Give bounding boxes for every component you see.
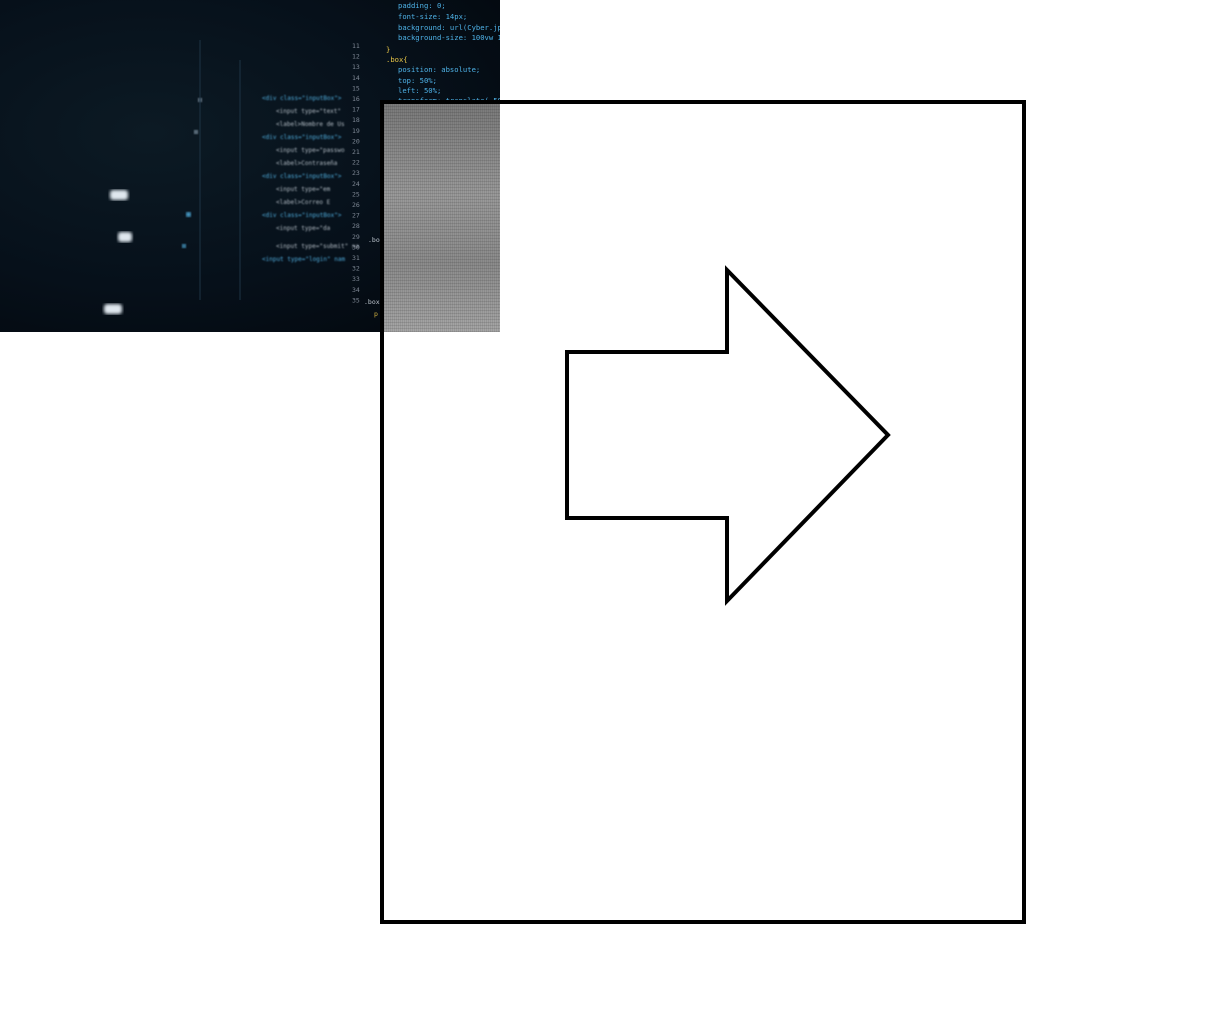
scan-noise-overlay (384, 104, 500, 332)
line-number: 35 (352, 296, 360, 304)
css-code-line: background-size: 100vw 100vh; (398, 33, 500, 42)
html-code-line: <div class="inputBox"> (262, 212, 342, 219)
line-number: 33 (352, 275, 360, 283)
css-code-line: padding: 0; (398, 1, 446, 10)
css-code-line: position: absolute; (398, 65, 480, 74)
line-number: 30 (352, 243, 360, 251)
css-code-line: left: 50%; (398, 86, 441, 95)
line-number: 25 (352, 190, 360, 198)
line-number: 31 (352, 254, 360, 262)
html-code-line: <input type="login" nam (262, 256, 345, 263)
line-number: 16 (352, 95, 360, 103)
line-number: 12 (352, 53, 360, 61)
html-code-line: <div class="inputBox"> (262, 173, 342, 180)
line-number: 11 (352, 42, 360, 50)
css-code-line: } (386, 45, 390, 54)
line-number: 20 (352, 137, 360, 145)
blurred-glyph (104, 304, 122, 314)
line-number: 14 (352, 74, 360, 82)
html-code-line: <label>Contraseña (276, 160, 338, 167)
line-number: 19 (352, 127, 360, 135)
line-number: 29 (352, 233, 360, 241)
html-code-line: <div class="inputBox"> (262, 134, 342, 141)
css-code-line: .box{ (386, 55, 408, 64)
line-number: 15 (352, 84, 360, 92)
arrow-right-icon (565, 265, 891, 606)
line-number: 28 (352, 222, 360, 230)
css-code-line: font-size: 14px; (398, 12, 467, 21)
document-page-icon (380, 100, 1026, 924)
html-code-line: <input type="passwo (276, 147, 345, 154)
blurred-glyph (110, 190, 128, 200)
line-number: 13 (352, 63, 360, 71)
css-code-line: top: 50%; (398, 76, 437, 85)
line-number: 22 (352, 159, 360, 167)
line-number: 26 (352, 201, 360, 209)
line-number: 23 (352, 169, 360, 177)
line-number: 32 (352, 265, 360, 273)
blurred-glyph (182, 244, 186, 248)
html-code-line: <input type="em (276, 186, 331, 193)
blurred-glyph (118, 232, 132, 242)
code-fragment: .box (364, 298, 380, 306)
html-code-line: <input type="text" (276, 108, 341, 115)
blurred-glyph (186, 212, 191, 217)
code-fragment: .bo (368, 236, 380, 244)
line-number: 17 (352, 106, 360, 114)
html-code-line: <input type="da (276, 225, 331, 232)
line-number: 27 (352, 212, 360, 220)
line-number: 21 (352, 148, 360, 156)
line-number: 18 (352, 116, 360, 124)
line-number: 34 (352, 286, 360, 294)
html-code-line: <label>Nombre de Us (276, 121, 345, 128)
code-fragment: p (374, 310, 378, 318)
html-code-line: <div class="inputBox"> (262, 95, 342, 102)
blurred-glyph (194, 130, 198, 134)
html-code-line: <input type="submit" na (276, 243, 359, 250)
line-number: 24 (352, 180, 360, 188)
html-code-line: <label>Correo E (276, 199, 331, 206)
css-code-line: background: url(Cyber.jpg); (398, 23, 500, 32)
